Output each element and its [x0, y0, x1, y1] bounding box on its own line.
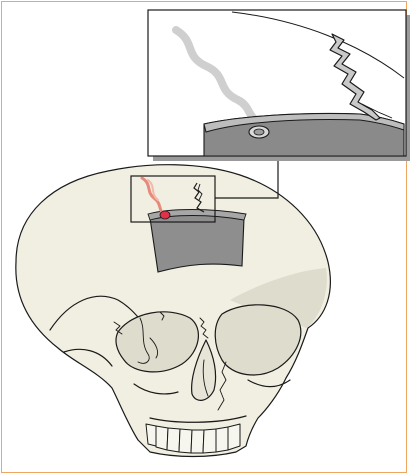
- tooth: [228, 424, 240, 450]
- tooth: [146, 424, 156, 446]
- tooth: [191, 430, 204, 453]
- tooth: [216, 427, 228, 452]
- tooth: [167, 428, 180, 452]
- magnifier-inset: [148, 10, 410, 161]
- inset-hot-spot-core: [254, 129, 264, 135]
- tooth: [179, 429, 192, 453]
- tooth: [203, 429, 216, 453]
- skull-illustration: [16, 165, 331, 457]
- tooth: [156, 426, 168, 450]
- hot-spot-marker: [160, 211, 170, 219]
